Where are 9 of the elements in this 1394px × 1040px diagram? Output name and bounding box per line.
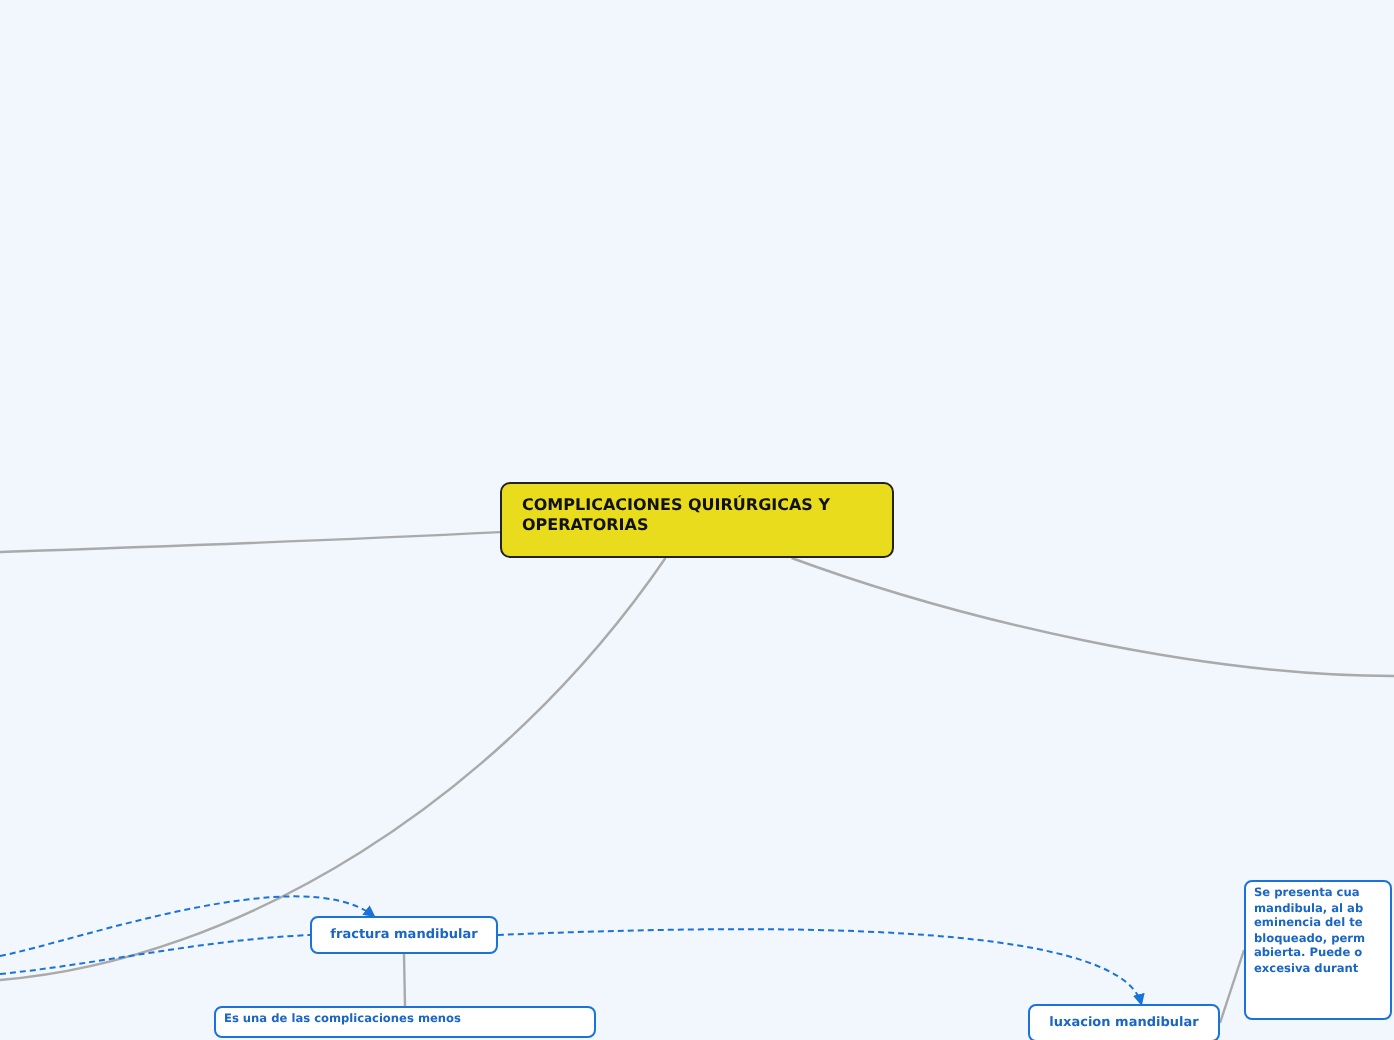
central-topic-box: COMPLICACIONES QUIRÚRGICAS Y OPERATORIAS bbox=[500, 482, 894, 558]
dashed-connector bbox=[0, 934, 311, 975]
connector-line bbox=[791, 556, 1394, 678]
connector-line bbox=[0, 530, 501, 554]
connector-line bbox=[0, 557, 667, 982]
dashed-connector bbox=[0, 895, 376, 957]
connector-line bbox=[1218, 949, 1246, 1024]
dashed-connector bbox=[497, 928, 1143, 1006]
connector-line bbox=[402, 953, 407, 1007]
